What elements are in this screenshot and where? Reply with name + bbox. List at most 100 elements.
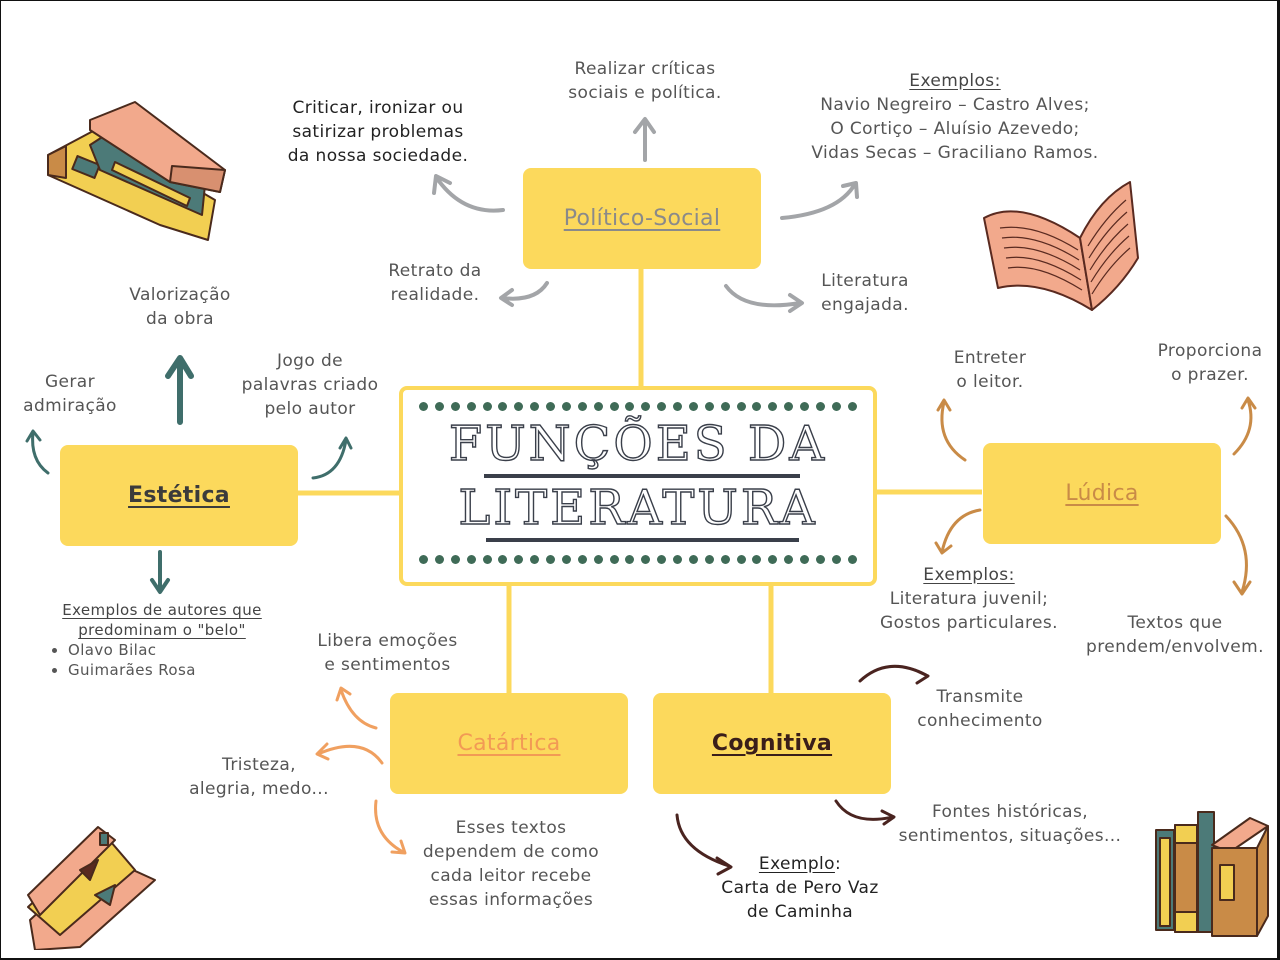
decorative-dot [831,402,841,411]
catartica-bottom-text: Esses textos dependem de como cada leito… [422,818,600,910]
decorative-dot [482,555,492,564]
decorative-dot [800,402,809,411]
decorative-dot [657,555,667,564]
estetica-top-left-text: Gerar admiração [23,372,117,416]
decorative-dot [498,555,508,564]
decorative-dot [625,402,635,411]
central-title-box: FUNÇÕES DA LITERATURA [399,386,877,586]
stacked-books-illustration [47,101,226,241]
arrow-estetica-top-left [25,429,50,475]
decorative-dot [609,555,619,564]
decorative-dot [831,555,841,564]
decorative-dot [815,555,825,564]
node-label: Estética [128,483,230,508]
node-catartica[interactable]: Catártica [390,693,628,794]
title-line-2: LITERATURA [458,479,818,536]
arrow-cognitiva-bottom [675,813,733,876]
arrow-ludica-bottom-right [1224,514,1252,596]
decorative-dot [673,402,682,411]
decorative-dot [514,555,524,564]
decorative-dot [673,555,682,564]
estetica-examples: Exemplos de autores que predominam o "be… [52,600,272,680]
dot-row-bottom [419,555,857,565]
decorative-dot [704,402,714,411]
arrow-cognitiva-top-right [858,664,930,685]
decorative-dot [561,402,571,411]
catartica-top-text: Libera emoções e sentimentos [317,631,458,675]
politico-example-item: Navio Negreiro – Castro Alves; [820,95,1090,115]
arrow-catartica-bottom [374,799,407,855]
decorative-dot [688,555,698,564]
decorative-dot [768,402,778,411]
dot-row-top [419,402,857,412]
arrow-estetica-top-right [311,436,353,480]
ludica-examples: Exemplos: Literatura juvenil; Gostos par… [860,563,1078,635]
arrow-politico-top-right [780,181,859,220]
cognitiva-example-text: Carta de Pero Vaz de Caminha [721,878,879,922]
decorative-dot [736,402,746,411]
arrow-ludica-bottom-left [934,508,982,555]
ludica-bottom-right-text: Textos que prendem/envolvem. [1086,613,1264,657]
decorative-dot [784,402,794,411]
node-label: Lúdica [1065,481,1139,506]
decorative-dot [800,555,809,564]
ludica-examples-heading: Exemplos: [923,565,1015,585]
decorative-dot [450,402,460,411]
arrow-politico-top-left [432,174,505,213]
politico-examples-heading: Exemplos: [909,71,1001,91]
estetica-example-item: Guimarães Rosa [68,660,272,680]
arrow-politico-top [633,117,656,162]
upright-books-illustration [1155,811,1269,937]
node-estetica[interactable]: Estética [60,445,298,546]
decorative-dot [530,555,540,564]
politico-bottom-right-text: Literatura engajada. [821,271,909,315]
title-underline-1 [484,474,800,478]
fanned-books-illustration [27,826,156,950]
estetica-top-text: Valorização da obra [129,285,231,329]
ludica-top-left-text: Entreter o leitor. [953,348,1027,392]
politico-example-item: O Cortiço – Aluísio Azevedo; [830,119,1080,139]
cognitiva-example: Exemplo: Carta de Pero Vaz de Caminha [700,852,900,924]
decorative-dot [530,402,540,411]
node-label: Catártica [457,731,561,756]
decorative-dot [768,555,778,564]
decorative-dot [704,555,714,564]
node-politico-social[interactable]: Político-Social [523,168,761,269]
politico-example-item: Vidas Secas – Graciliano Ramos. [811,143,1099,163]
node-ludica[interactable]: Lúdica [983,443,1221,544]
arrow-politico-bottom-right [724,284,804,313]
decorative-dot [752,402,762,411]
decorative-dot [577,402,587,411]
decorative-dot [577,555,587,564]
cognitiva-example-heading: Exemplo [758,854,835,874]
decorative-dot [609,402,619,411]
politico-bottom-left-text: Retrato da realidade. [388,261,482,305]
node-cognitiva[interactable]: Cognitiva [653,693,891,794]
decorative-dot [498,402,508,411]
decorative-dot [752,555,762,564]
arrow-cognitiva-right [834,799,896,826]
decorative-dot [847,402,857,411]
arrow-catartica-left [315,742,384,765]
arrow-estetica-bottom [150,550,170,594]
decorative-dot [815,402,825,411]
arrow-ludica-top-right [1232,396,1257,456]
politico-top-left-text: Criticar, ironizar ou satirizar problema… [287,98,469,166]
decorative-dot [450,555,460,564]
decorative-dot [720,402,730,411]
decorative-dot [688,402,698,411]
decorative-dot [720,555,730,564]
decorative-dot [514,402,524,411]
title-underline-2 [486,538,799,542]
decorative-dot [466,402,476,411]
arrow-estetica-top [165,355,194,425]
decorative-dot [641,402,651,411]
politico-examples: Exemplos: Navio Negreiro – Castro Alves;… [780,69,1130,165]
decorative-dot [546,402,555,411]
decorative-dot [593,555,603,564]
cognitiva-example-colon: : [834,854,842,874]
cognitiva-right-text: Fontes históricas, sentimentos, situaçõe… [898,802,1122,846]
arrow-politico-bottom-left [499,281,549,307]
decorative-dot [736,555,746,564]
